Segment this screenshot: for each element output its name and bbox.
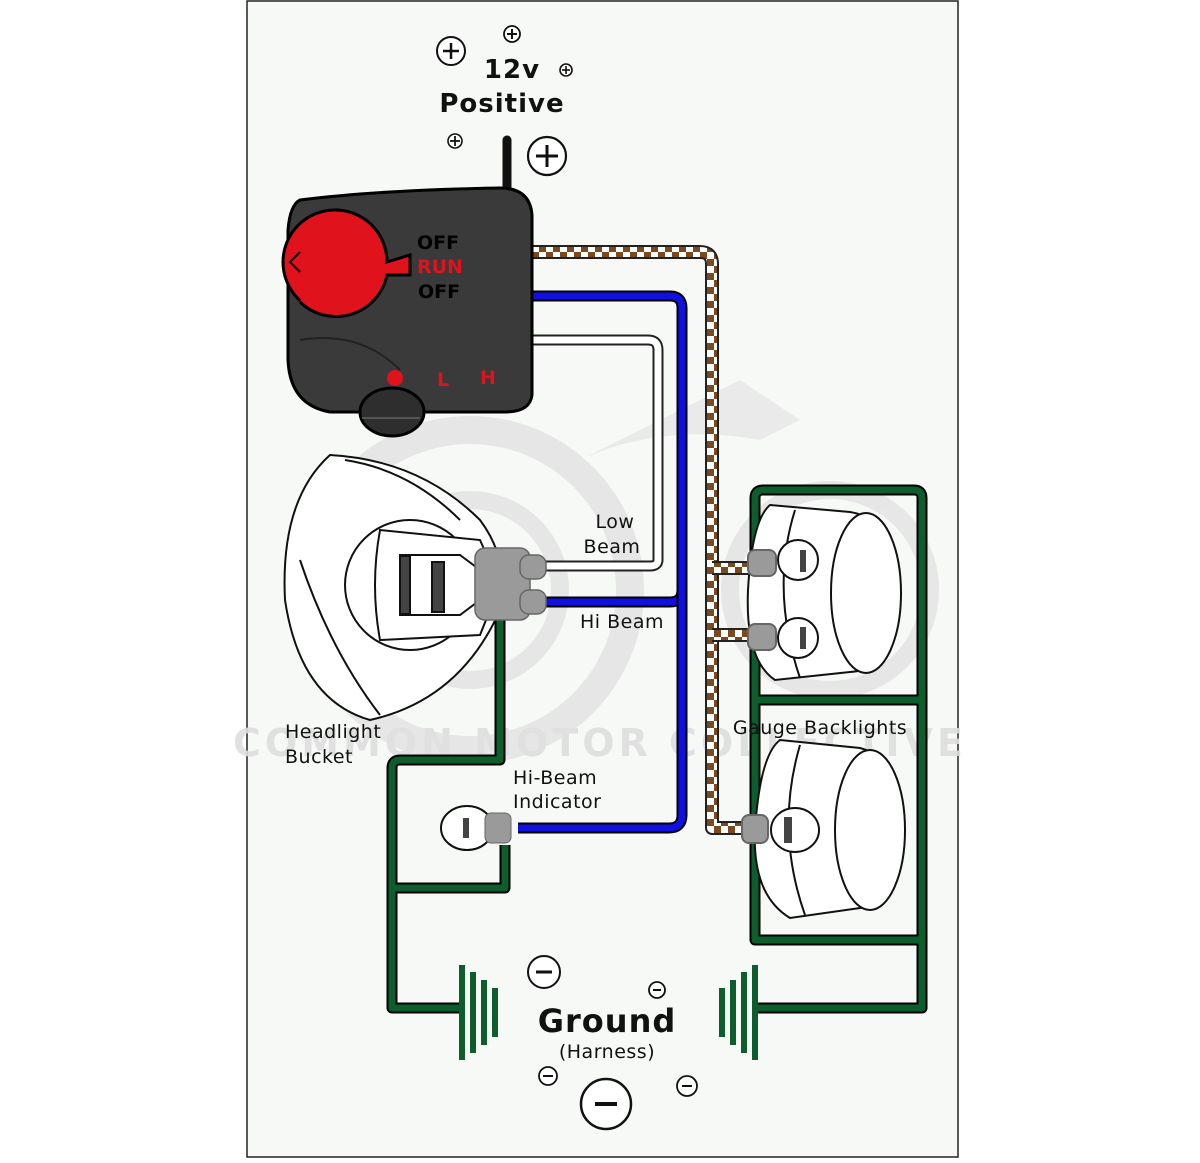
minus-icon <box>579 1077 633 1131</box>
ground-symbol-left <box>459 965 498 1060</box>
indicator-label-line1: Hi-Beam <box>513 767 597 789</box>
dimmer-knob <box>358 386 426 438</box>
run-off-knob <box>281 208 412 319</box>
indicator-label-line2: Indicator <box>513 791 601 813</box>
plus-icon <box>526 135 568 177</box>
minus-icon <box>648 981 666 999</box>
gauge-bulb-top <box>747 539 819 581</box>
switch-off-bottom: OFF <box>418 281 460 303</box>
plus-icon <box>436 36 466 66</box>
tachometer-gauge <box>741 738 906 920</box>
backlight-wire <box>530 245 748 835</box>
switch-high-label: H <box>480 367 496 389</box>
minus-icon <box>527 955 561 989</box>
switch-off-top: OFF <box>417 232 459 254</box>
low-beam-wire <box>530 334 664 572</box>
gauge-bulb-bottom <box>747 617 819 659</box>
plus-icon <box>447 133 463 149</box>
ground-sub-label: (Harness) <box>559 1041 655 1063</box>
hi-beam-indicator-bulb <box>440 805 512 851</box>
plus-icon <box>503 25 521 43</box>
speedometer-gauge <box>746 503 902 682</box>
plus-icon-cluster <box>436 25 573 177</box>
hi-beam-wire <box>518 290 688 834</box>
minus-icon <box>538 1066 558 1086</box>
headlight-label-line1: Headlight <box>285 721 381 743</box>
ground-wire <box>386 484 928 1014</box>
minus-icon <box>676 1075 698 1097</box>
gauge-backlights-label: Gauge Backlights <box>733 717 907 739</box>
gauge-bulb-lower <box>741 807 820 853</box>
indicator-dot <box>387 370 403 386</box>
plus-icon <box>559 63 573 77</box>
headlight-bulb <box>399 554 481 616</box>
switch-run: RUN <box>417 256 463 278</box>
ground-label: Ground <box>538 1002 677 1040</box>
headlight-label-line2: Bucket <box>285 746 353 768</box>
voltage-label: 12v <box>484 55 540 85</box>
headlight-connector <box>474 547 547 621</box>
headlight-bucket <box>283 453 547 722</box>
minus-icon-cluster <box>527 955 698 1131</box>
positive-label: Positive <box>439 89 564 119</box>
handlebar-switch: OFF RUN OFF L H <box>281 186 534 438</box>
switch-low-label: L <box>437 369 449 391</box>
low-beam-label-line1: Low <box>596 511 635 533</box>
low-beam-label-line2: Beam <box>584 536 641 558</box>
ground-symbol-right <box>719 965 758 1060</box>
hi-beam-label: Hi Beam <box>580 611 664 633</box>
